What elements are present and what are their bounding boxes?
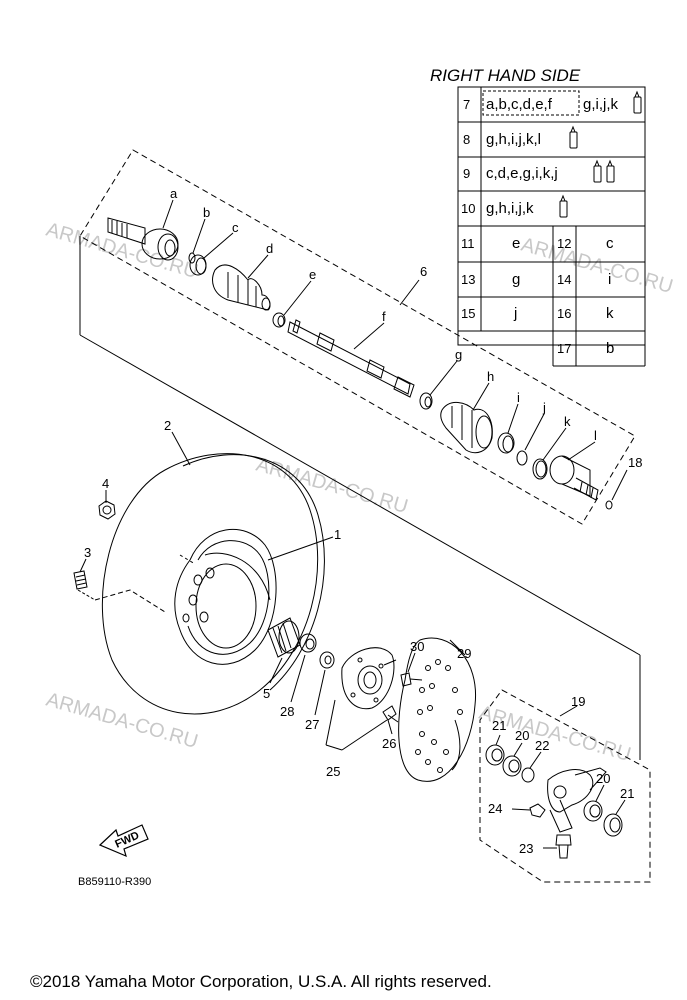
callout-i: i	[517, 390, 520, 405]
circlip	[605, 500, 613, 510]
boot-band	[272, 312, 286, 328]
callout-l: l	[594, 428, 597, 443]
callout-4: 4	[102, 476, 109, 491]
inner-cv-joint	[549, 455, 599, 501]
brake-disc	[398, 637, 477, 782]
callout-5: 5	[263, 686, 270, 701]
circlip	[188, 252, 196, 264]
boot	[212, 264, 271, 311]
row-part: j	[513, 305, 517, 322]
callout-6: 6	[420, 264, 427, 279]
lug-nut	[98, 490, 116, 520]
disc-bolt	[400, 652, 423, 687]
collar	[290, 633, 317, 703]
spacer	[267, 617, 301, 684]
callout-21: 21	[492, 718, 506, 733]
callout-a: a	[170, 186, 178, 201]
grease-tube-icon	[593, 159, 602, 183]
grease-tube-icon	[606, 159, 615, 183]
callout-20: 20	[596, 771, 610, 786]
callout-21: 21	[620, 786, 634, 801]
parts-table: RIGHT HAND SIDE 7 a,b,c,d,e,f g,i,j,k 8 …	[430, 66, 646, 367]
callout-27: 27	[305, 717, 319, 732]
boot-band	[497, 432, 515, 454]
row-num: 8	[463, 132, 470, 147]
row-part: c	[606, 235, 614, 252]
row-part: b	[606, 340, 614, 357]
forward-arrow-icon: FWD	[98, 824, 149, 858]
callout-23: 23	[519, 841, 533, 856]
watermark: ARMADA-CO.RU	[44, 689, 201, 753]
knuckle-assembly	[479, 689, 651, 883]
row-num: 11	[461, 236, 475, 251]
callout-18: 18	[628, 455, 642, 470]
callout-labels: a b c d e f g h i j k l 6 18 2 1 4 3 5 2…	[84, 186, 642, 856]
watermark: ARMADA-CO.RU	[254, 454, 411, 518]
row-num: 10	[461, 201, 475, 216]
drive-shaft	[287, 319, 415, 398]
copyright: ©2018 Yamaha Motor Corporation, U.S.A. A…	[30, 972, 492, 991]
watermark: ARMADA-CO.RU	[477, 702, 634, 766]
outer-cv-joint	[107, 217, 179, 261]
drive-shaft-assembly	[79, 149, 641, 760]
callout-3: 3	[84, 545, 91, 560]
callout-22: 22	[535, 738, 549, 753]
row-num: 7	[463, 97, 470, 112]
callout-26: 26	[382, 736, 396, 751]
callout-h: h	[487, 369, 494, 384]
row-part: k	[606, 305, 614, 322]
tire-and-wheel	[94, 431, 334, 715]
row-num: 9	[463, 166, 470, 181]
circlip	[532, 458, 548, 480]
callout-28: 28	[280, 704, 294, 719]
row-num: 17	[557, 341, 571, 356]
callout-f: f	[382, 309, 386, 324]
callout-25: 25	[326, 764, 340, 779]
callout-g: g	[455, 347, 462, 362]
circlip	[516, 450, 528, 466]
watermark: ARMADA-CO.RU	[519, 234, 676, 298]
callout-k: k	[564, 414, 571, 429]
wheel-stud	[73, 558, 96, 601]
grease-tube-icon	[633, 90, 642, 114]
hub-bolt	[325, 699, 399, 751]
row-num: 16	[557, 306, 571, 321]
grease-tube-icon	[559, 194, 568, 218]
front-hub	[341, 647, 397, 710]
callout-29: 29	[457, 646, 471, 661]
row-parts: g,h,i,j,k,l	[486, 131, 541, 148]
inner-boot	[440, 402, 493, 454]
callout-30: 30	[410, 639, 424, 654]
row-num: 13	[461, 272, 475, 287]
table-title: RIGHT HAND SIDE	[430, 66, 581, 85]
row-part: g	[512, 271, 520, 288]
boot-band	[419, 392, 433, 410]
callout-b: b	[203, 205, 210, 220]
washer	[314, 651, 335, 716]
row-parts: a,b,c,d,e,f	[486, 96, 553, 113]
callout-j: j	[542, 400, 546, 415]
row-parts-extra: g,i,j,k	[583, 96, 619, 113]
diagram-code: B859110-R390	[78, 876, 151, 888]
row-num: 14	[557, 272, 571, 287]
callout-2: 2	[164, 418, 171, 433]
row-parts: c,d,e,g,i,k,j	[486, 165, 558, 182]
row-num: 15	[461, 306, 475, 321]
row-num: 12	[557, 236, 571, 251]
callout-1: 1	[334, 527, 341, 542]
callout-20: 20	[515, 728, 529, 743]
callout-d: d	[266, 241, 273, 256]
grease-tube-icon	[569, 125, 578, 149]
callout-19: 19	[571, 694, 585, 709]
row-parts: g,h,i,j,k	[486, 200, 534, 217]
boot-band	[189, 254, 207, 276]
row-part: e	[512, 235, 520, 252]
callout-c: c	[232, 220, 239, 235]
callout-24: 24	[488, 801, 502, 816]
callout-e: e	[309, 267, 316, 282]
row-part: i	[608, 271, 611, 288]
